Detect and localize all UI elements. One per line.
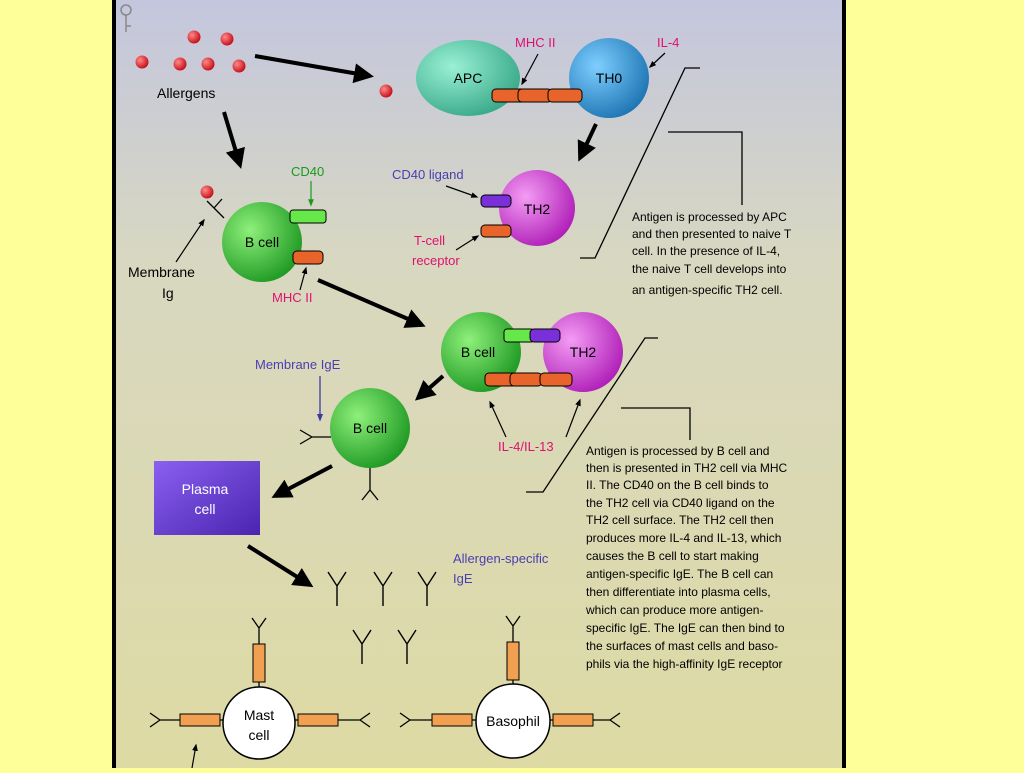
allergens-label: Allergens — [157, 85, 215, 101]
il4-il13-label: IL-4/IL-13 — [498, 439, 554, 454]
bracket-1 — [580, 67, 743, 259]
mast-cell — [222, 686, 296, 760]
th0-cell — [569, 38, 649, 118]
membrane-ig-receptor — [206, 198, 225, 219]
description-2: Antigen is processed by B cell and then … — [585, 444, 788, 671]
mast-ige-receptors — [149, 617, 371, 728]
bracket-2 — [526, 337, 691, 493]
membrane-ig-label-1: Membrane — [128, 264, 195, 280]
allergen-particle-apc — [379, 84, 393, 98]
description-2-line: produces more IL-4 and IL-13, which — [586, 531, 781, 545]
bcell-3 — [330, 388, 410, 468]
bcell-2 — [441, 312, 521, 392]
description-2-line: causes the B cell to start making — [586, 549, 759, 563]
membrane-ig-label-2: Ig — [162, 285, 174, 301]
description-2-line: II. The CD40 on the B cell binds to — [586, 478, 769, 492]
th2-2-cell — [543, 312, 623, 392]
mhc2-receptor-apc — [491, 88, 583, 103]
arrow-allergen-to-bcell — [222, 111, 245, 169]
membrane-ige-label: Membrane IgE — [255, 357, 341, 372]
arrow-complex-to-bcell3 — [414, 374, 445, 401]
mhc2-top-pointer — [521, 53, 539, 86]
bcell-1 — [222, 202, 302, 282]
membrane-ig-pointer — [175, 218, 205, 263]
th2-2-label: TH2 — [570, 344, 597, 360]
mhc2-bcell-pointer — [299, 266, 308, 291]
basophil-ige-receptors — [399, 615, 621, 728]
mast-label-2: cell — [248, 727, 269, 743]
tcell-receptor — [480, 224, 512, 238]
allergen-ige-label-1: Allergen-specific — [453, 551, 549, 566]
mhc2-receptor-bcell — [292, 250, 324, 265]
cd40-label: CD40 — [291, 164, 324, 179]
description-2-line: the TH2 cell via CD40 ligand on the — [586, 496, 775, 510]
il4-il13-pointer-right — [565, 398, 581, 438]
description-2-line: the surfaces of mast cells and baso- — [586, 639, 778, 653]
arrow-th0-to-th2 — [577, 123, 598, 162]
description-1-line: cell. In the presence of IL-4, — [632, 244, 780, 258]
mast-receptor-pointer — [191, 743, 198, 769]
description-1-line: an antigen-specific TH2 cell. — [632, 283, 783, 297]
key-icon — [120, 4, 132, 32]
th0-label: TH0 — [596, 70, 623, 86]
description-2-line: antigen-specific IgE. The B cell can — [586, 567, 773, 581]
bcell-2-label: B cell — [461, 344, 495, 360]
description-1: Antigen is processed by APC and then pre… — [632, 210, 792, 297]
membrane-ige-receptor-left — [299, 429, 331, 445]
il4-il13-pointer-left — [489, 400, 507, 438]
cd40-ligand-label: CD40 ligand — [392, 167, 464, 182]
arrow-bcell3-to-plasma — [271, 464, 333, 498]
arrow-bcell-to-complex — [317, 278, 426, 328]
description-1-line: Antigen is processed by APC — [632, 210, 787, 224]
description-2-line: specific IgE. The IgE can then bind to — [586, 621, 785, 635]
plasma-label-2: cell — [194, 501, 215, 517]
description-2-line: phils via the high-affinity IgE receptor — [586, 657, 783, 671]
description-2-line: Antigen is processed by B cell and — [586, 444, 769, 458]
cd40-ligand-complex — [529, 328, 561, 343]
cd40-receptor — [289, 209, 327, 224]
plasma-cell — [154, 461, 260, 535]
allergen-ige-label-2: IgE — [453, 571, 473, 586]
mast-label-1: Mast — [244, 707, 274, 723]
arrow-allergen-to-apc — [254, 54, 374, 84]
description-1-line: and then presented to naive T — [632, 227, 792, 241]
allergen-particle-bcell — [200, 185, 214, 199]
th2-top-label: TH2 — [524, 201, 551, 217]
tcell-receptor-label-2: receptor — [412, 253, 460, 268]
membrane-ige-receptor-bottom — [361, 468, 379, 501]
apc-label: APC — [454, 70, 483, 86]
allergen-particles — [135, 30, 246, 73]
mhc2-tcr-complex — [484, 372, 573, 387]
il4-top-pointer — [648, 52, 666, 68]
mhc2-top-label: MHC II — [515, 35, 555, 50]
tcell-receptor-pointer — [455, 235, 480, 251]
description-2-line: then is presented in TH2 cell via MHC — [586, 461, 788, 475]
tcell-receptor-label-1: T-cell — [414, 233, 445, 248]
description-2-line: then differentiate into plasma cells, — [586, 585, 771, 599]
cd40-ligand-receptor — [480, 194, 512, 208]
il4-top-label: IL-4 — [657, 35, 679, 50]
description-2-line: which can produce more antigen- — [585, 603, 763, 617]
basophil-label: Basophil — [486, 713, 540, 729]
mhc2-bcell-label: MHC II — [272, 290, 312, 305]
cd40-ligand-pointer — [445, 185, 479, 198]
bcell-3-label: B cell — [353, 420, 387, 436]
arrow-plasma-to-ige — [246, 544, 314, 588]
description-1-line: the naive T cell develops into — [632, 262, 787, 276]
ige-antibodies — [327, 571, 437, 664]
description-2-line: TH2 cell surface. The TH2 cell then — [586, 513, 774, 527]
plasma-label-1: Plasma — [182, 481, 229, 497]
bcell-1-label: B cell — [245, 234, 279, 250]
th2-top-cell — [499, 170, 575, 246]
